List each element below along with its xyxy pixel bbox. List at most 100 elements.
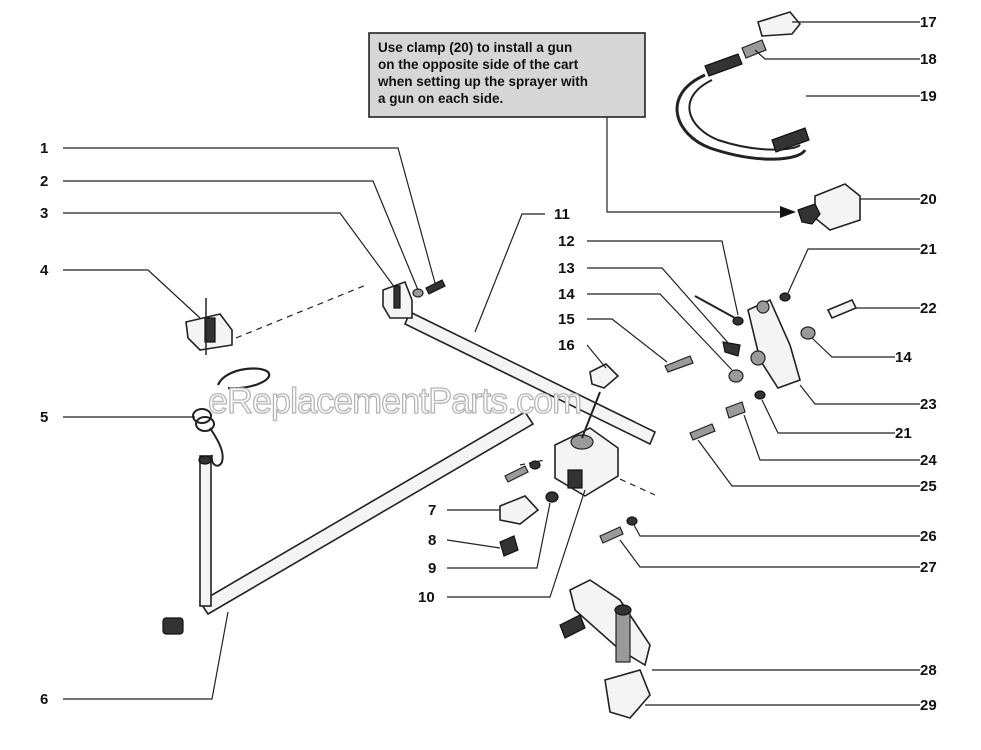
hose-hanger bbox=[192, 367, 271, 467]
bracket-slot bbox=[393, 285, 401, 309]
pad-nut bbox=[545, 491, 559, 503]
hose-loop-outer bbox=[675, 73, 807, 161]
note-line-3: when setting up the sprayer with bbox=[377, 74, 588, 89]
callout-5: 5 bbox=[40, 409, 48, 426]
callout-3: 3 bbox=[40, 205, 48, 222]
clamp-pad bbox=[499, 495, 540, 525]
gun-holder bbox=[559, 579, 651, 719]
part-21-top bbox=[779, 292, 791, 302]
callout-1: 1 bbox=[40, 140, 48, 157]
callout-24: 24 bbox=[920, 452, 937, 469]
note-line-1: Use clamp (20) to install a gun bbox=[378, 40, 572, 55]
vertical-leg bbox=[199, 455, 212, 607]
lever-hole bbox=[756, 300, 770, 314]
callout-13: 13 bbox=[558, 260, 575, 277]
callout-26: 26 bbox=[920, 528, 937, 545]
fitting-18 bbox=[741, 39, 767, 59]
callout-25: 25 bbox=[920, 478, 937, 495]
clamp-bolt bbox=[504, 465, 529, 483]
clamp-jaw bbox=[567, 469, 583, 489]
callout-7: 7 bbox=[428, 502, 436, 519]
lever-23 bbox=[747, 298, 801, 389]
holder-28-screw bbox=[559, 614, 586, 639]
bolt-27 bbox=[599, 526, 624, 544]
note-box bbox=[368, 32, 646, 118]
linkage-assembly bbox=[599, 292, 858, 544]
callout-6: 6 bbox=[40, 691, 48, 708]
note-line-2: on the opposite side of the cart bbox=[378, 57, 579, 72]
callout-23: 23 bbox=[920, 396, 937, 413]
end-plug bbox=[162, 617, 184, 635]
latch-clip bbox=[204, 317, 216, 343]
clamp-washer bbox=[529, 460, 541, 470]
holder-28-cap bbox=[614, 604, 632, 616]
part-14-left bbox=[728, 369, 744, 383]
part-13 bbox=[722, 341, 741, 357]
lower-bar bbox=[198, 410, 535, 616]
callout-11: 11 bbox=[554, 206, 570, 223]
clamp-20-knob bbox=[797, 203, 821, 225]
part-21-bottom bbox=[754, 390, 766, 400]
hanger-coil-1 bbox=[192, 408, 212, 424]
callout-14-right: 14 bbox=[895, 349, 912, 366]
knob-head bbox=[589, 363, 620, 389]
leg-top-cap bbox=[198, 455, 212, 465]
note-line-4: a gun on each side. bbox=[378, 91, 503, 106]
note-callout: Use clamp (20) to install a gun on the o… bbox=[368, 32, 796, 218]
gun-clamp-20 bbox=[797, 183, 861, 231]
callout-18: 18 bbox=[920, 51, 937, 68]
clamp-20-block bbox=[814, 183, 861, 231]
hanger-tail bbox=[209, 427, 224, 467]
clamp-boss bbox=[570, 434, 594, 450]
callout-17: 17 bbox=[920, 14, 937, 31]
hose-assembly bbox=[675, 11, 810, 161]
callout-15: 15 bbox=[558, 311, 575, 328]
callout-28: 28 bbox=[920, 662, 937, 679]
bracket-bolt bbox=[425, 279, 446, 295]
callout-20: 20 bbox=[920, 191, 937, 208]
watermark: eReplacementParts.com bbox=[208, 380, 581, 421]
clamp-hardware bbox=[499, 460, 559, 557]
hose-loop-inner bbox=[688, 79, 801, 151]
bracket-nut bbox=[412, 288, 424, 298]
holder-29-bracket bbox=[604, 669, 651, 719]
knob-stem bbox=[581, 391, 601, 439]
note-arrow-line bbox=[606, 117, 790, 213]
washer-26 bbox=[626, 516, 638, 526]
part-22 bbox=[826, 298, 858, 320]
callout-19: 19 bbox=[920, 88, 937, 105]
part-14-right bbox=[800, 326, 816, 340]
callout-4: 4 bbox=[40, 262, 49, 279]
pin-12-end bbox=[732, 316, 744, 326]
leader-lines bbox=[63, 21, 920, 706]
hanger-coil-2 bbox=[195, 416, 215, 432]
callout-numbers: 1 2 3 4 5 6 7 8 9 10 11 12 13 14 15 16 1… bbox=[40, 14, 937, 714]
dashed-link-left bbox=[235, 284, 367, 339]
pin-12 bbox=[694, 295, 736, 319]
callout-16: 16 bbox=[558, 337, 575, 354]
bracket-assembly bbox=[382, 279, 446, 319]
pad-screw bbox=[499, 535, 519, 557]
callout-22: 22 bbox=[920, 300, 937, 317]
callout-21-bottom: 21 bbox=[895, 425, 912, 442]
hanger-hook bbox=[216, 367, 271, 390]
callout-10: 10 bbox=[418, 589, 435, 606]
callout-21-top: 21 bbox=[920, 241, 937, 258]
note-arrowhead bbox=[780, 206, 796, 218]
holder-28-post bbox=[615, 611, 631, 663]
bolt-25 bbox=[689, 423, 716, 441]
callout-27: 27 bbox=[920, 559, 937, 576]
spacer-24 bbox=[725, 401, 746, 419]
lever-pivot bbox=[750, 350, 766, 366]
callout-14-left: 14 bbox=[558, 286, 575, 303]
hose-end-fitting bbox=[704, 53, 743, 77]
latch-assembly bbox=[185, 298, 233, 355]
hose-other-fitting bbox=[771, 127, 810, 153]
fitting-17 bbox=[757, 11, 802, 37]
callout-9: 9 bbox=[428, 560, 436, 577]
callout-2: 2 bbox=[40, 173, 48, 190]
callout-29: 29 bbox=[920, 697, 937, 714]
bolt-15 bbox=[664, 355, 694, 373]
callout-12: 12 bbox=[558, 233, 575, 250]
